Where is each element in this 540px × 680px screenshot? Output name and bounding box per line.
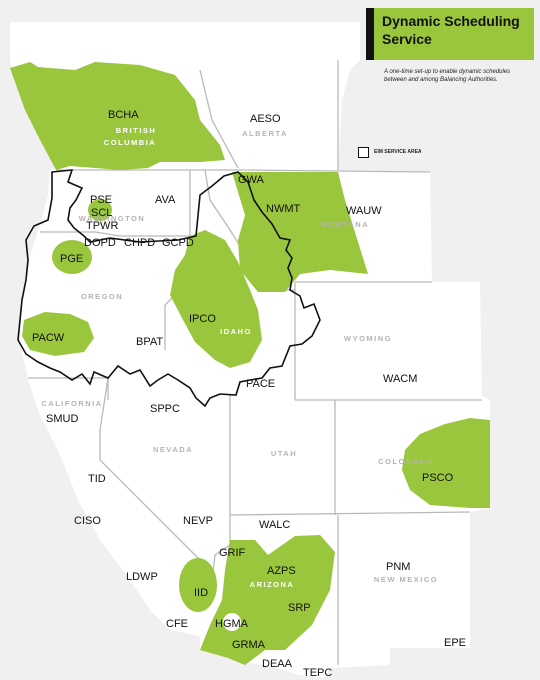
label-bcha: BCHA <box>108 109 139 121</box>
label-sppc: SPPC <box>150 403 180 415</box>
bc-alberta-border <box>199 69 239 169</box>
region-names: BRITISH COLUMBIA ALBERTA WASHINGTON OREG… <box>41 126 438 589</box>
hgma-hole <box>223 613 241 631</box>
title-accent-bar <box>366 8 374 60</box>
label-tpwr: TPWR <box>86 220 118 232</box>
region-california: CALIFORNIA <box>41 399 102 408</box>
iid-area <box>179 558 217 612</box>
label-deaa: DEAA <box>262 658 293 670</box>
service-areas <box>10 62 490 665</box>
label-iid: IID <box>194 587 208 599</box>
label-azps: AZPS <box>267 565 296 577</box>
bcha-area <box>10 62 225 170</box>
label-bpat: BPAT <box>136 336 163 348</box>
region-utah: UTAH <box>271 449 297 458</box>
ipco-area <box>170 230 262 368</box>
region-new-mexico: NEW MEXICO <box>374 575 438 584</box>
wa-or-border <box>40 231 190 237</box>
ut-az-border <box>229 511 471 516</box>
label-aeso: AESO <box>250 113 281 125</box>
region-wyoming: WYOMING <box>344 334 392 343</box>
label-srp: SRP <box>288 602 311 614</box>
region-oregon: OREGON <box>81 292 123 301</box>
region-alberta: ALBERTA <box>242 129 288 138</box>
label-wacm: WACM <box>383 373 417 385</box>
psco-area <box>402 418 490 508</box>
label-ciso: CISO <box>74 515 101 527</box>
label-chpd: CHPD <box>124 237 155 249</box>
region-borders <box>28 60 482 665</box>
title-box: Dynamic Scheduling Service <box>366 8 534 60</box>
region-montana: MONTANA <box>321 220 369 229</box>
label-pacw: PACW <box>32 332 65 344</box>
label-pge: PGE <box>60 253 83 265</box>
region-nevada: NEVADA <box>153 445 193 454</box>
canada-us-border <box>56 169 431 173</box>
ba-labels: BCHA AESO GWA NWMT WAUW PSE SCL TPWR AVA… <box>32 109 466 679</box>
pacw-area <box>22 312 94 356</box>
label-gcpd: GCPD <box>162 237 194 249</box>
label-ava: AVA <box>155 194 176 206</box>
label-walc: WALC <box>259 519 290 531</box>
ca-nv-border <box>99 377 201 561</box>
legend-label: EIM SERVICE AREA <box>374 149 422 155</box>
label-cfe: CFE <box>166 618 188 630</box>
azps-area <box>200 535 335 665</box>
pge-area <box>52 240 92 274</box>
label-tid: TID <box>88 473 106 485</box>
label-gwa: GWA <box>238 174 265 186</box>
page-title: Dynamic Scheduling Service <box>382 13 520 47</box>
legend-swatch-icon <box>358 147 369 158</box>
label-pse: PSE <box>90 194 112 206</box>
label-dopd: DOPD <box>84 237 116 249</box>
region-british-columbia-1: BRITISH <box>116 126 157 135</box>
us-land <box>20 160 490 678</box>
label-pace: PACE <box>246 378 275 390</box>
page-subtitle: A one-time set-up to enable dynamic sche… <box>384 69 511 83</box>
label-ipco: IPCO <box>189 313 216 325</box>
label-scl: SCL <box>91 207 112 219</box>
eim-service-outline <box>17 169 321 408</box>
nwmt-area <box>232 172 368 292</box>
region-arizona: ARIZONA <box>250 580 295 589</box>
label-ldwp: LDWP <box>126 571 158 583</box>
region-colorado: COLORADO <box>378 457 434 466</box>
label-tepc: TEPC <box>303 667 332 679</box>
region-idaho: IDAHO <box>220 327 252 336</box>
label-nevp: NEVP <box>183 515 213 527</box>
label-grif: GRIF <box>219 547 246 559</box>
region-washington: WASHINGTON <box>79 214 146 223</box>
label-wauw: WAUW <box>346 205 382 217</box>
label-nwmt: NWMT <box>266 203 300 215</box>
label-epe: EPE <box>444 637 466 649</box>
label-hgma: HGMA <box>215 618 249 630</box>
label-psco: PSCO <box>422 472 454 484</box>
label-grma: GRMA <box>232 639 266 651</box>
label-pnm: PNM <box>386 561 410 573</box>
region-british-columbia-2: COLUMBIA <box>104 138 156 147</box>
label-smud: SMUD <box>46 413 78 425</box>
scl-area <box>88 199 112 221</box>
